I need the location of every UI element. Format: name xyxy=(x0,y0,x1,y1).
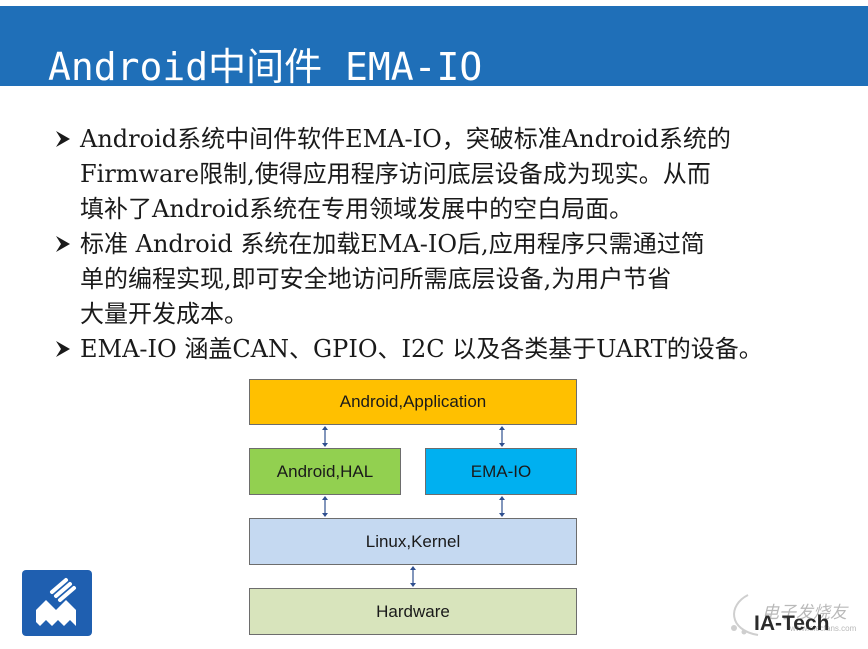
bullet-item: EMA-IO 涵盖CAN、GPIO、I2C 以及各类基于UART的设备。 xyxy=(52,332,852,367)
bullet-item: Android系统中间件软件EMA-IO，突破标准Android系统的 Firm… xyxy=(52,122,852,227)
watermark-swirl-icon xyxy=(731,594,759,636)
hardware-layer-box: Hardware xyxy=(249,588,577,635)
bullet-line: 填补了Android系统在专用领域发展中的空白局面。 xyxy=(80,195,634,223)
bullet-line: 标准 Android 系统在加载EMA-IO后,应用程序只需通过简 xyxy=(80,230,705,258)
brand-name: IA-Tech xyxy=(754,612,830,635)
bullet-line: 大量开发成本。 xyxy=(80,300,248,328)
bullet-item: 标准 Android 系统在加载EMA-IO后,应用程序只需通过简 单的编程实现… xyxy=(52,227,852,332)
watermark-text: 电子发烧友 xyxy=(762,603,847,623)
watermark-url: www.elecfans.com xyxy=(790,624,857,633)
slide-title: Android中间件 EMA-IO xyxy=(48,45,483,89)
hal-layer-box: Android,HAL xyxy=(249,448,401,495)
arrow-bullet-icon xyxy=(56,236,70,252)
ema-io-layer-box: EMA-IO xyxy=(425,448,577,495)
bullet-line: EMA-IO 涵盖CAN、GPIO、I2C 以及各类基于UART的设备。 xyxy=(80,335,763,363)
bullet-line: Firmware限制,使得应用程序访问底层设备成为现实。从而 xyxy=(80,160,711,188)
arrow-bullet-icon xyxy=(56,131,70,147)
application-layer-box: Android,Application xyxy=(249,379,577,425)
connector-arrow-icon xyxy=(499,426,505,447)
connector-arrow-icon xyxy=(322,426,328,447)
arrow-bullet-icon xyxy=(56,341,70,357)
connector-arrow-icon xyxy=(410,566,416,587)
title-bar: Android中间件 EMA-IO xyxy=(0,6,868,89)
kernel-layer-box: Linux,Kernel xyxy=(249,518,577,565)
bullet-line: Android系统中间件软件EMA-IO，突破标准Android系统的 xyxy=(80,125,731,153)
connector-arrow-icon xyxy=(499,496,505,517)
company-logo-icon xyxy=(22,570,92,636)
bullet-line: 单的编程实现,即可安全地访问所需底层设备,为用户节省 xyxy=(80,265,672,293)
connector-arrow-icon xyxy=(322,496,328,517)
bullet-list: Android系统中间件软件EMA-IO，突破标准Android系统的 Firm… xyxy=(52,122,852,367)
